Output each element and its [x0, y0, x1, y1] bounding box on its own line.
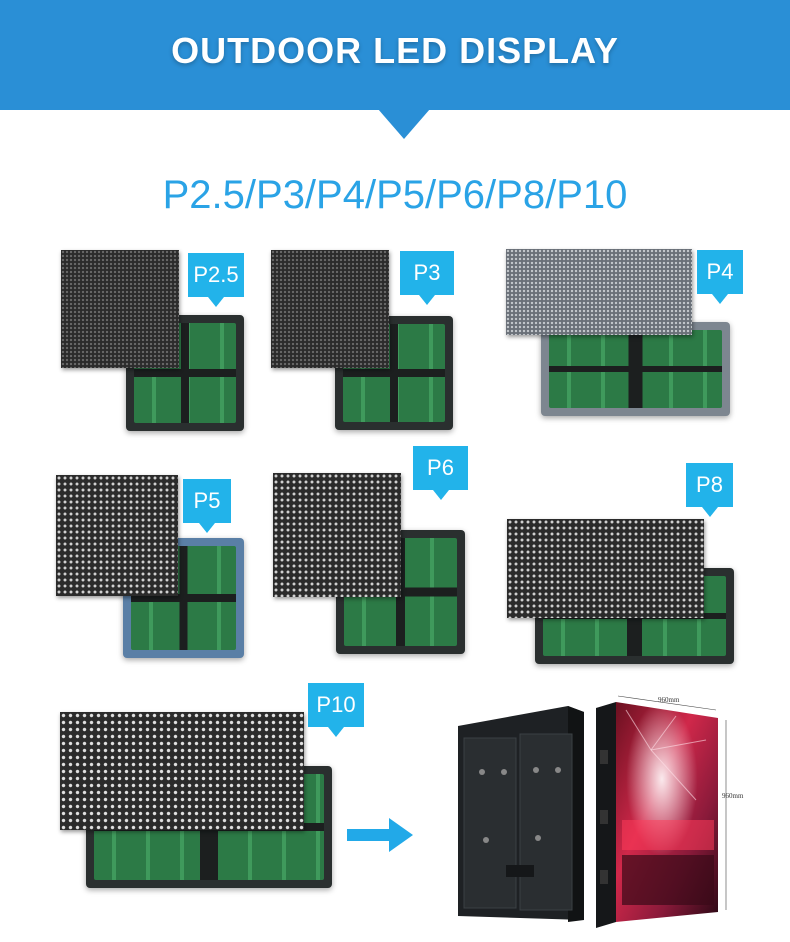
led-cabinet-image: 960mm 960mm: [458, 695, 744, 928]
dimension-lines: [617, 695, 727, 910]
dimension-width-label: 960mm: [658, 696, 680, 704]
module-back-board: [541, 322, 730, 416]
header-banner: OUTDOOR LED DISPLAY: [0, 0, 790, 110]
module-led-panel: [507, 519, 704, 618]
cabinet-back: [458, 706, 584, 922]
page-title: OUTDOOR LED DISPLAY: [171, 30, 619, 71]
pitch-tag: P4: [697, 250, 743, 304]
pitch-tag: P10: [308, 683, 364, 737]
pitch-tag: P6: [413, 446, 468, 500]
module-led-panel: [271, 250, 389, 368]
dimension-height-label: 960mm: [722, 792, 744, 800]
banner-notch: [378, 109, 430, 139]
module-led-panel: [506, 249, 692, 335]
pitch-list-subtitle: P2.5/P3/P4/P5/P6/P8/P10: [162, 173, 628, 217]
module-led-panel: [60, 712, 304, 830]
arrow-right-icon: [347, 818, 413, 852]
module-led-panel: [61, 250, 179, 368]
module-led-panel: [273, 473, 401, 597]
pitch-tag: P3: [400, 251, 454, 305]
module-led-panel: [56, 475, 178, 596]
pitch-tag: P2.5: [188, 253, 244, 307]
pitch-tag: P8: [686, 463, 733, 517]
pitch-tag: P5: [183, 479, 231, 533]
cabinet-front: [596, 702, 718, 928]
